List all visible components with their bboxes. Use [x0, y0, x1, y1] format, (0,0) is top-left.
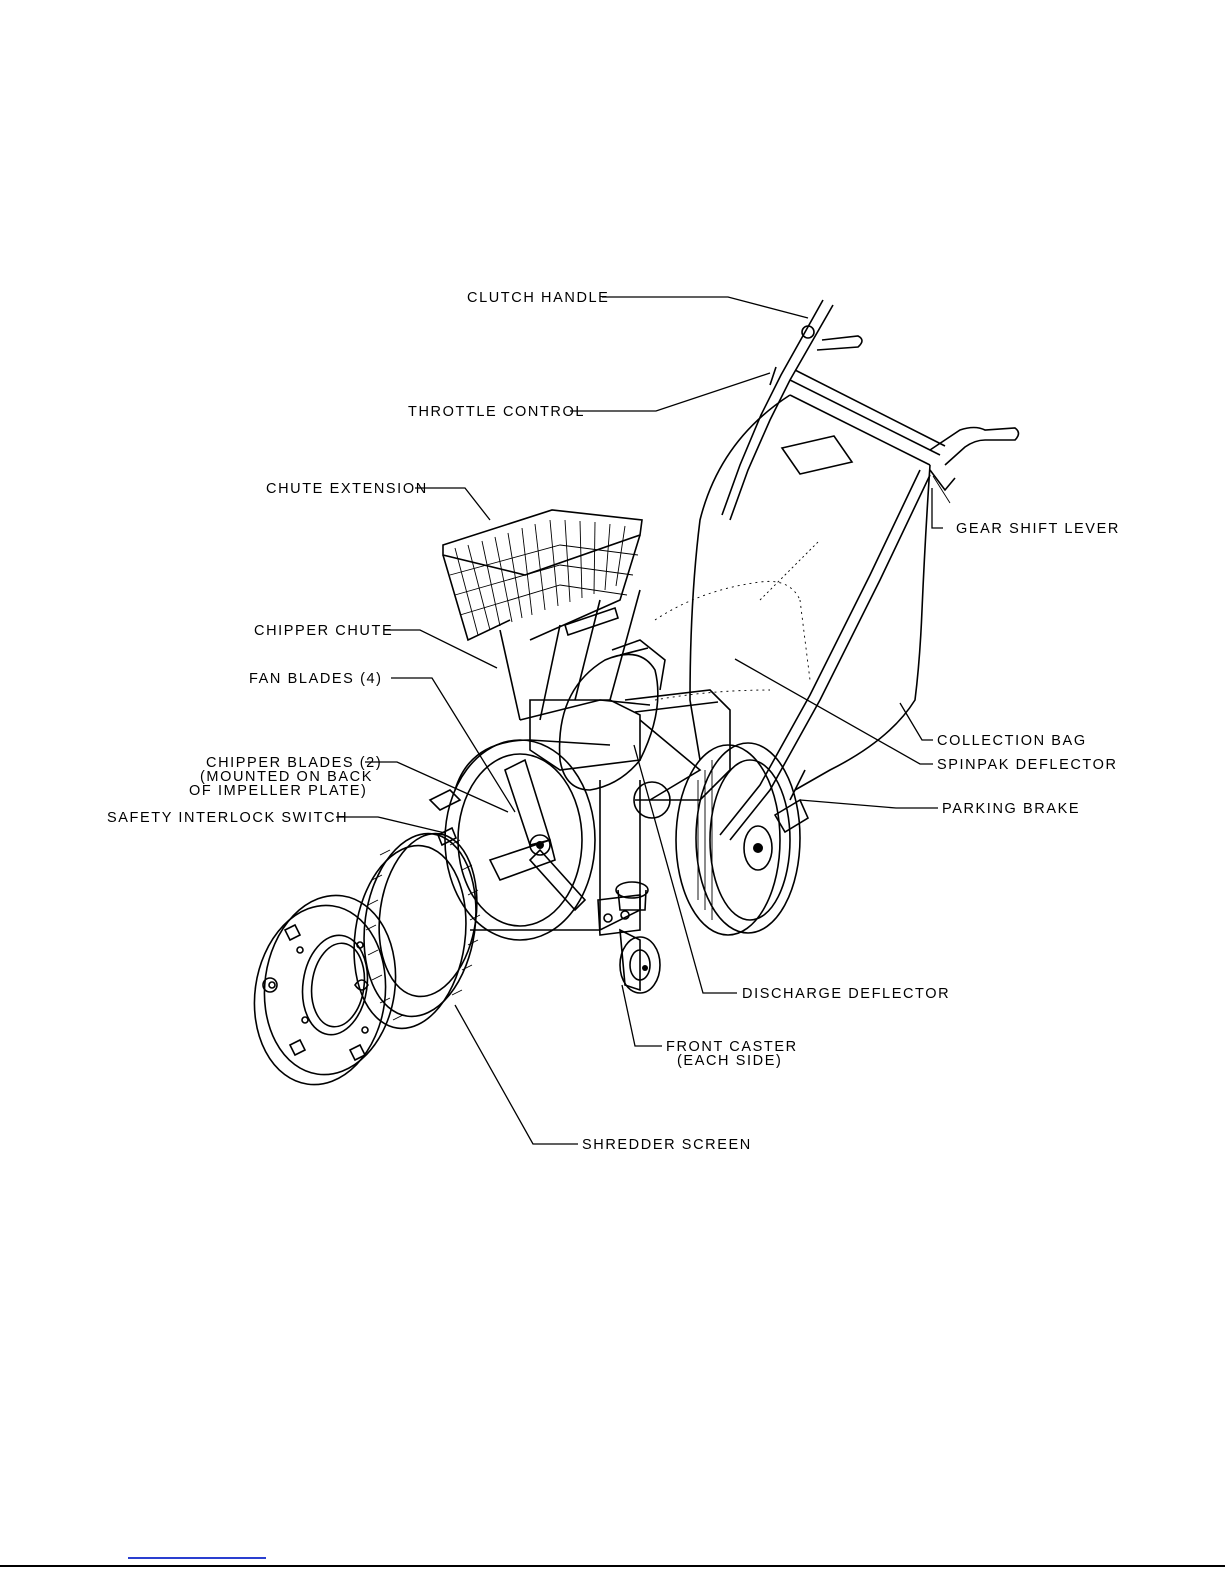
leader-safety-interlock-switch	[336, 817, 445, 833]
footer-link-underline[interactable]	[128, 1557, 266, 1559]
label-gear-shift-lever: GEAR SHIFT LEVER	[956, 521, 1120, 537]
label-chute-extension: CHUTE EXTENSION	[266, 481, 428, 497]
label-fan-blades: FAN BLADES (4)	[249, 671, 383, 687]
leader-gear-shift-lever-line	[932, 488, 943, 528]
label-clutch-handle: CLUTCH HANDLE	[467, 290, 609, 306]
rear-wheel	[676, 743, 800, 935]
leader-lines	[336, 0, 1120, 1144]
label-throttle-control: THROTTLE CONTROL	[408, 404, 585, 420]
parking-brake-lever	[775, 770, 808, 832]
label-spinpak-deflector: SPINPAK DEFLECTOR	[937, 757, 1118, 773]
label-chipper-chute: CHIPPER CHUTE	[254, 623, 393, 639]
cover-plate	[243, 887, 407, 1093]
leader-shredder-screen	[455, 1005, 578, 1144]
impeller-housing	[430, 740, 640, 940]
label-front-caster-line2: (EACH SIDE)	[677, 1053, 782, 1069]
shredder-screen-ring	[343, 826, 488, 1036]
machine-illustration	[243, 300, 1018, 1093]
leader-clutch-handle	[602, 297, 808, 318]
leader-chipper-blades	[365, 762, 508, 812]
leader-front-caster	[622, 985, 662, 1046]
chute-extension-basket	[443, 510, 642, 640]
label-discharge-deflector: DISCHARGE DEFLECTOR	[742, 986, 950, 1002]
label-collection-bag: COLLECTION BAG	[937, 733, 1087, 749]
leader-chipper-chute	[384, 630, 497, 668]
label-safety-interlock-switch: SAFETY INTERLOCK SWITCH	[107, 810, 348, 826]
engine-block	[530, 640, 730, 818]
leader-collection-bag	[900, 703, 933, 740]
leader-parking-brake	[800, 800, 938, 808]
collection-bag	[655, 395, 930, 790]
front-caster	[616, 882, 660, 993]
leader-throttle-control	[570, 373, 770, 411]
footer-rule	[0, 1565, 1225, 1567]
label-shredder-screen: SHREDDER SCREEN	[582, 1137, 752, 1153]
part-labels: CLUTCH HANDLE THROTTLE CONTROL CHUTE EXT…	[107, 290, 1120, 1153]
label-chipper-blades-line3: OF IMPELLER PLATE)	[189, 783, 367, 799]
label-parking-brake: PARKING BRAKE	[942, 801, 1080, 817]
